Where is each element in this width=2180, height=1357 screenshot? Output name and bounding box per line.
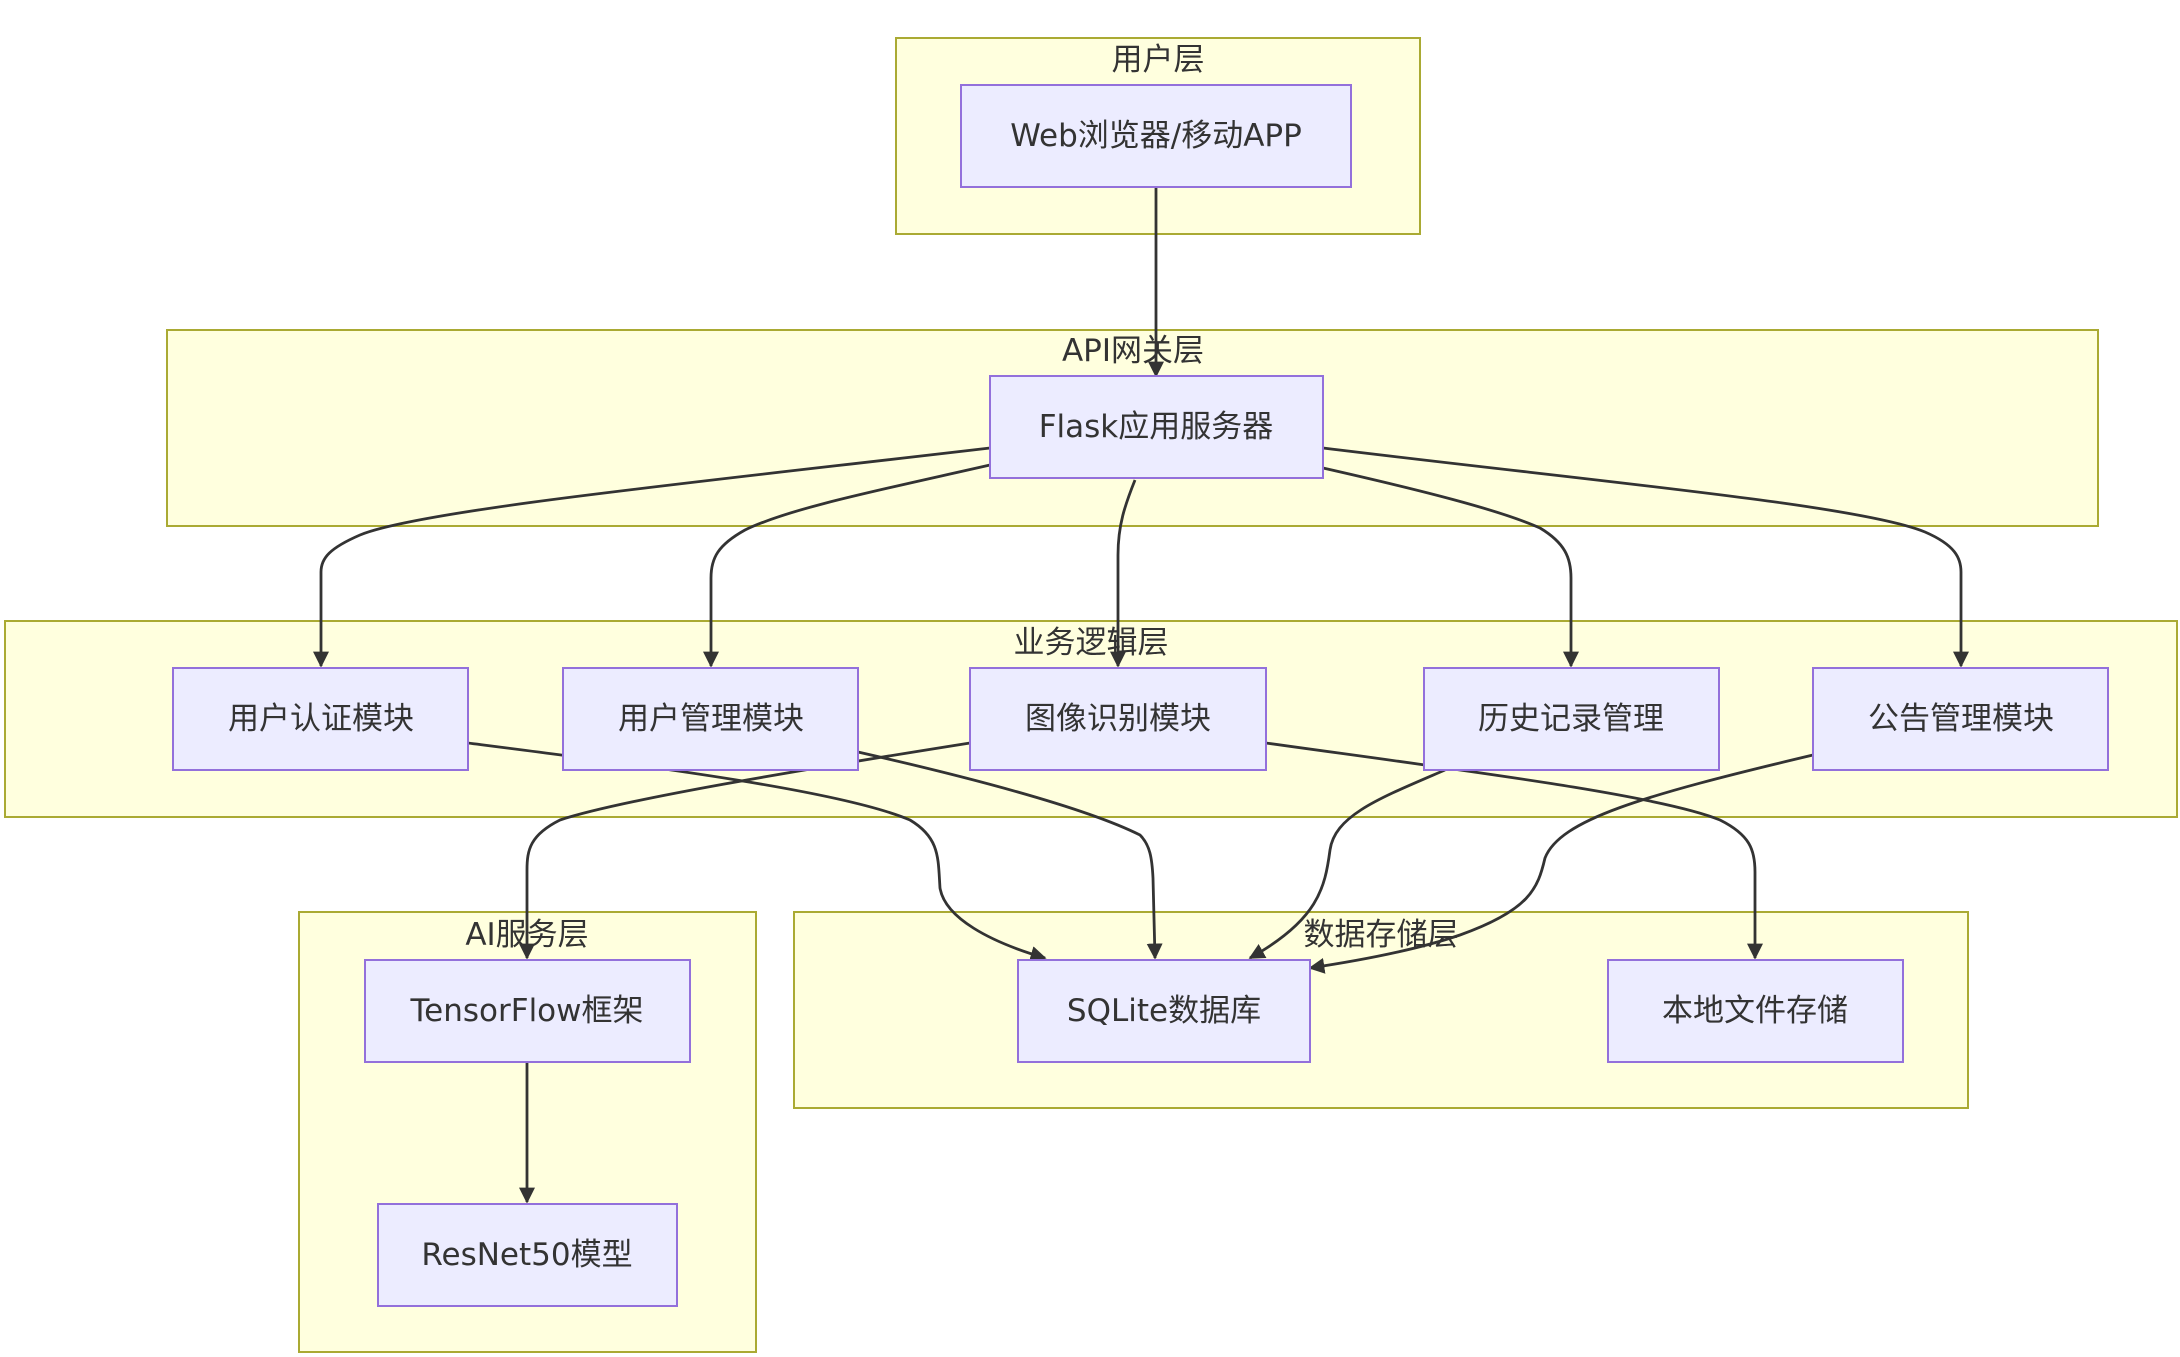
node-label-sqlite: SQLite数据库 [1067,993,1261,1029]
edge-usermgmt-to-sqlite [857,750,1163,960]
node-tensorflow[interactable]: TensorFlow框架 [364,959,691,1063]
cluster-label-data-layer: 数据存储层 [1304,917,1459,953]
node-history[interactable]: 历史记录管理 [1423,667,1720,771]
node-notice[interactable]: 公告管理模块 [1812,667,2109,771]
edge-flask-to-notice [1322,446,1969,668]
node-label-flask: Flask应用服务器 [1039,409,1274,445]
node-auth[interactable]: 用户认证模块 [172,667,469,771]
node-label-imgrec: 图像识别模块 [1025,701,1211,737]
node-resnet[interactable]: ResNet50模型 [377,1203,678,1307]
node-sqlite[interactable]: SQLite数据库 [1017,959,1311,1063]
node-label-browser: Web浏览器/移动APP [1010,118,1302,154]
edge-notice-to-sqlite [1308,753,1814,974]
node-label-tensorflow: TensorFlow框架 [409,993,643,1029]
node-label-usermgmt: 用户管理模块 [618,701,804,737]
node-imgrec[interactable]: 图像识别模块 [969,667,1267,771]
edge-flask-to-history [1322,466,1579,668]
edge-flask-to-auth [313,446,991,668]
edge-history-to-sqlite [1248,768,1446,960]
node-usermgmt[interactable]: 用户管理模块 [562,667,859,771]
node-label-history: 历史记录管理 [1478,701,1664,737]
node-label-auth: 用户认证模块 [228,701,414,737]
cluster-label-api-layer: API网关层 [1062,333,1204,369]
edge-imgrec-to-localfs [1265,741,1763,960]
node-label-notice: 公告管理模块 [1868,701,2054,737]
node-label-resnet: ResNet50模型 [421,1237,632,1273]
cluster-label-user-layer: 用户层 [1112,42,1205,78]
node-browser[interactable]: Web浏览器/移动APP [960,84,1352,188]
node-localfs[interactable]: 本地文件存储 [1607,959,1904,1063]
edge-flask-to-imgrec [1110,479,1137,668]
node-flask[interactable]: Flask应用服务器 [989,375,1324,479]
node-label-localfs: 本地文件存储 [1662,993,1848,1029]
edge-flask-to-usermgmt [703,463,991,668]
cluster-label-business-layer: 业务逻辑层 [1014,625,1169,661]
